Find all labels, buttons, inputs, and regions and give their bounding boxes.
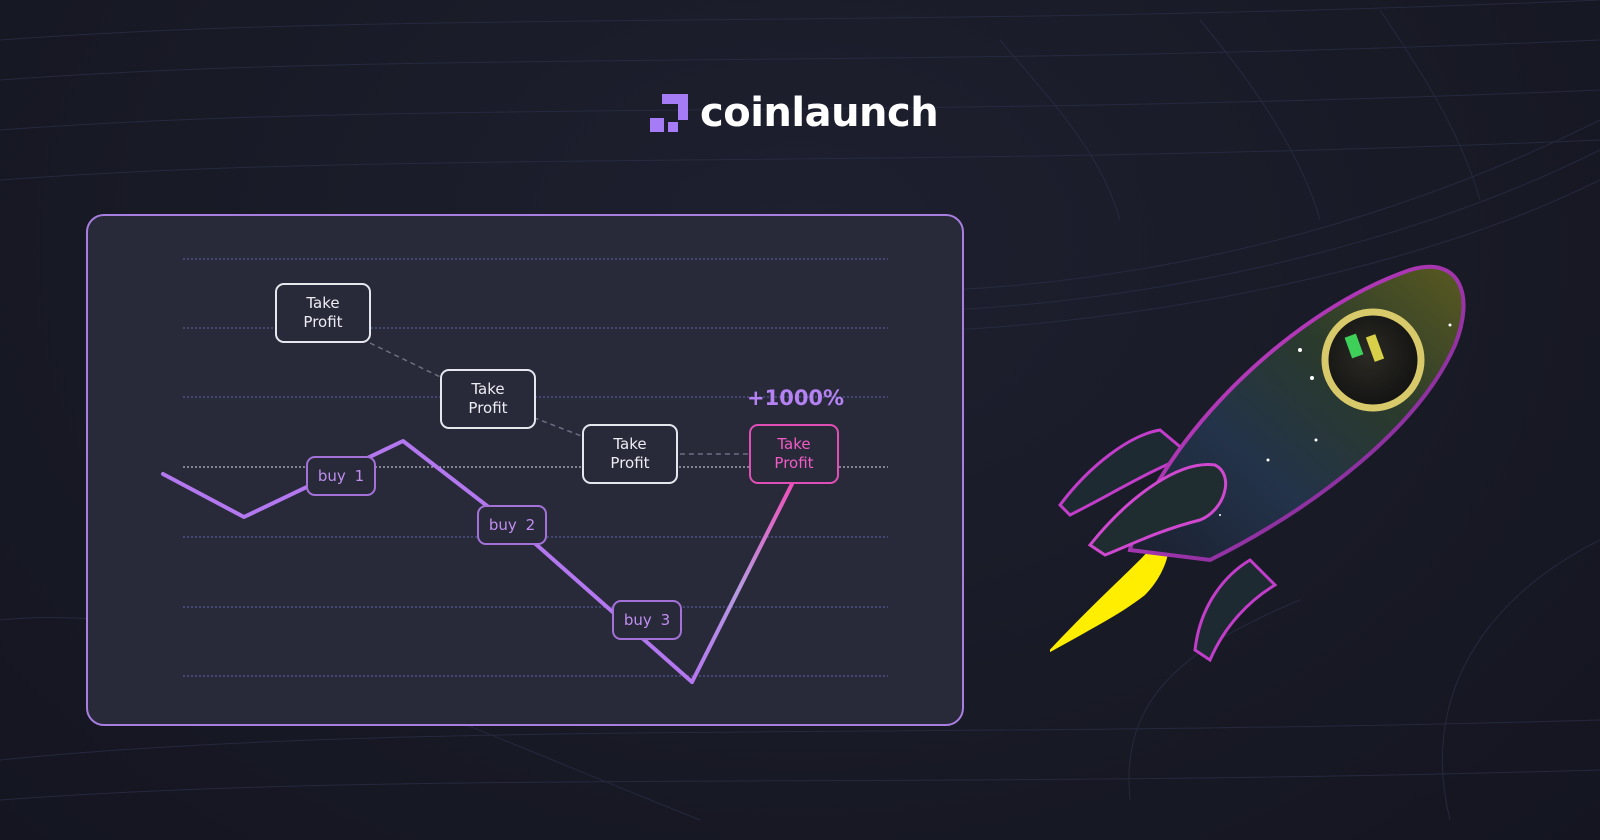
buy-label-2: buy 2 — [477, 505, 547, 545]
gain-percentage: +1000% — [747, 386, 845, 410]
rocket-window — [1321, 308, 1425, 412]
take-profit-connector — [369, 342, 790, 455]
take-profit-final-label: Take Profit — [749, 424, 839, 484]
coinlaunch-logo-icon — [650, 94, 688, 132]
take-profit-label-1: Take Profit — [275, 283, 371, 343]
rocket-icon — [1050, 264, 1466, 663]
buy-label-3: buy 3 — [612, 600, 682, 640]
buy-label-1: buy 1 — [306, 456, 376, 496]
take-profit-label-3: Take Profit — [582, 424, 678, 484]
price-line-rise — [690, 482, 794, 684]
brand-name: coinlaunch — [700, 90, 939, 136]
brand-logo: coinlaunch — [650, 90, 939, 136]
price-line — [161, 439, 694, 684]
flame — [1050, 530, 1169, 653]
take-profit-label-2: Take Profit — [440, 369, 536, 429]
